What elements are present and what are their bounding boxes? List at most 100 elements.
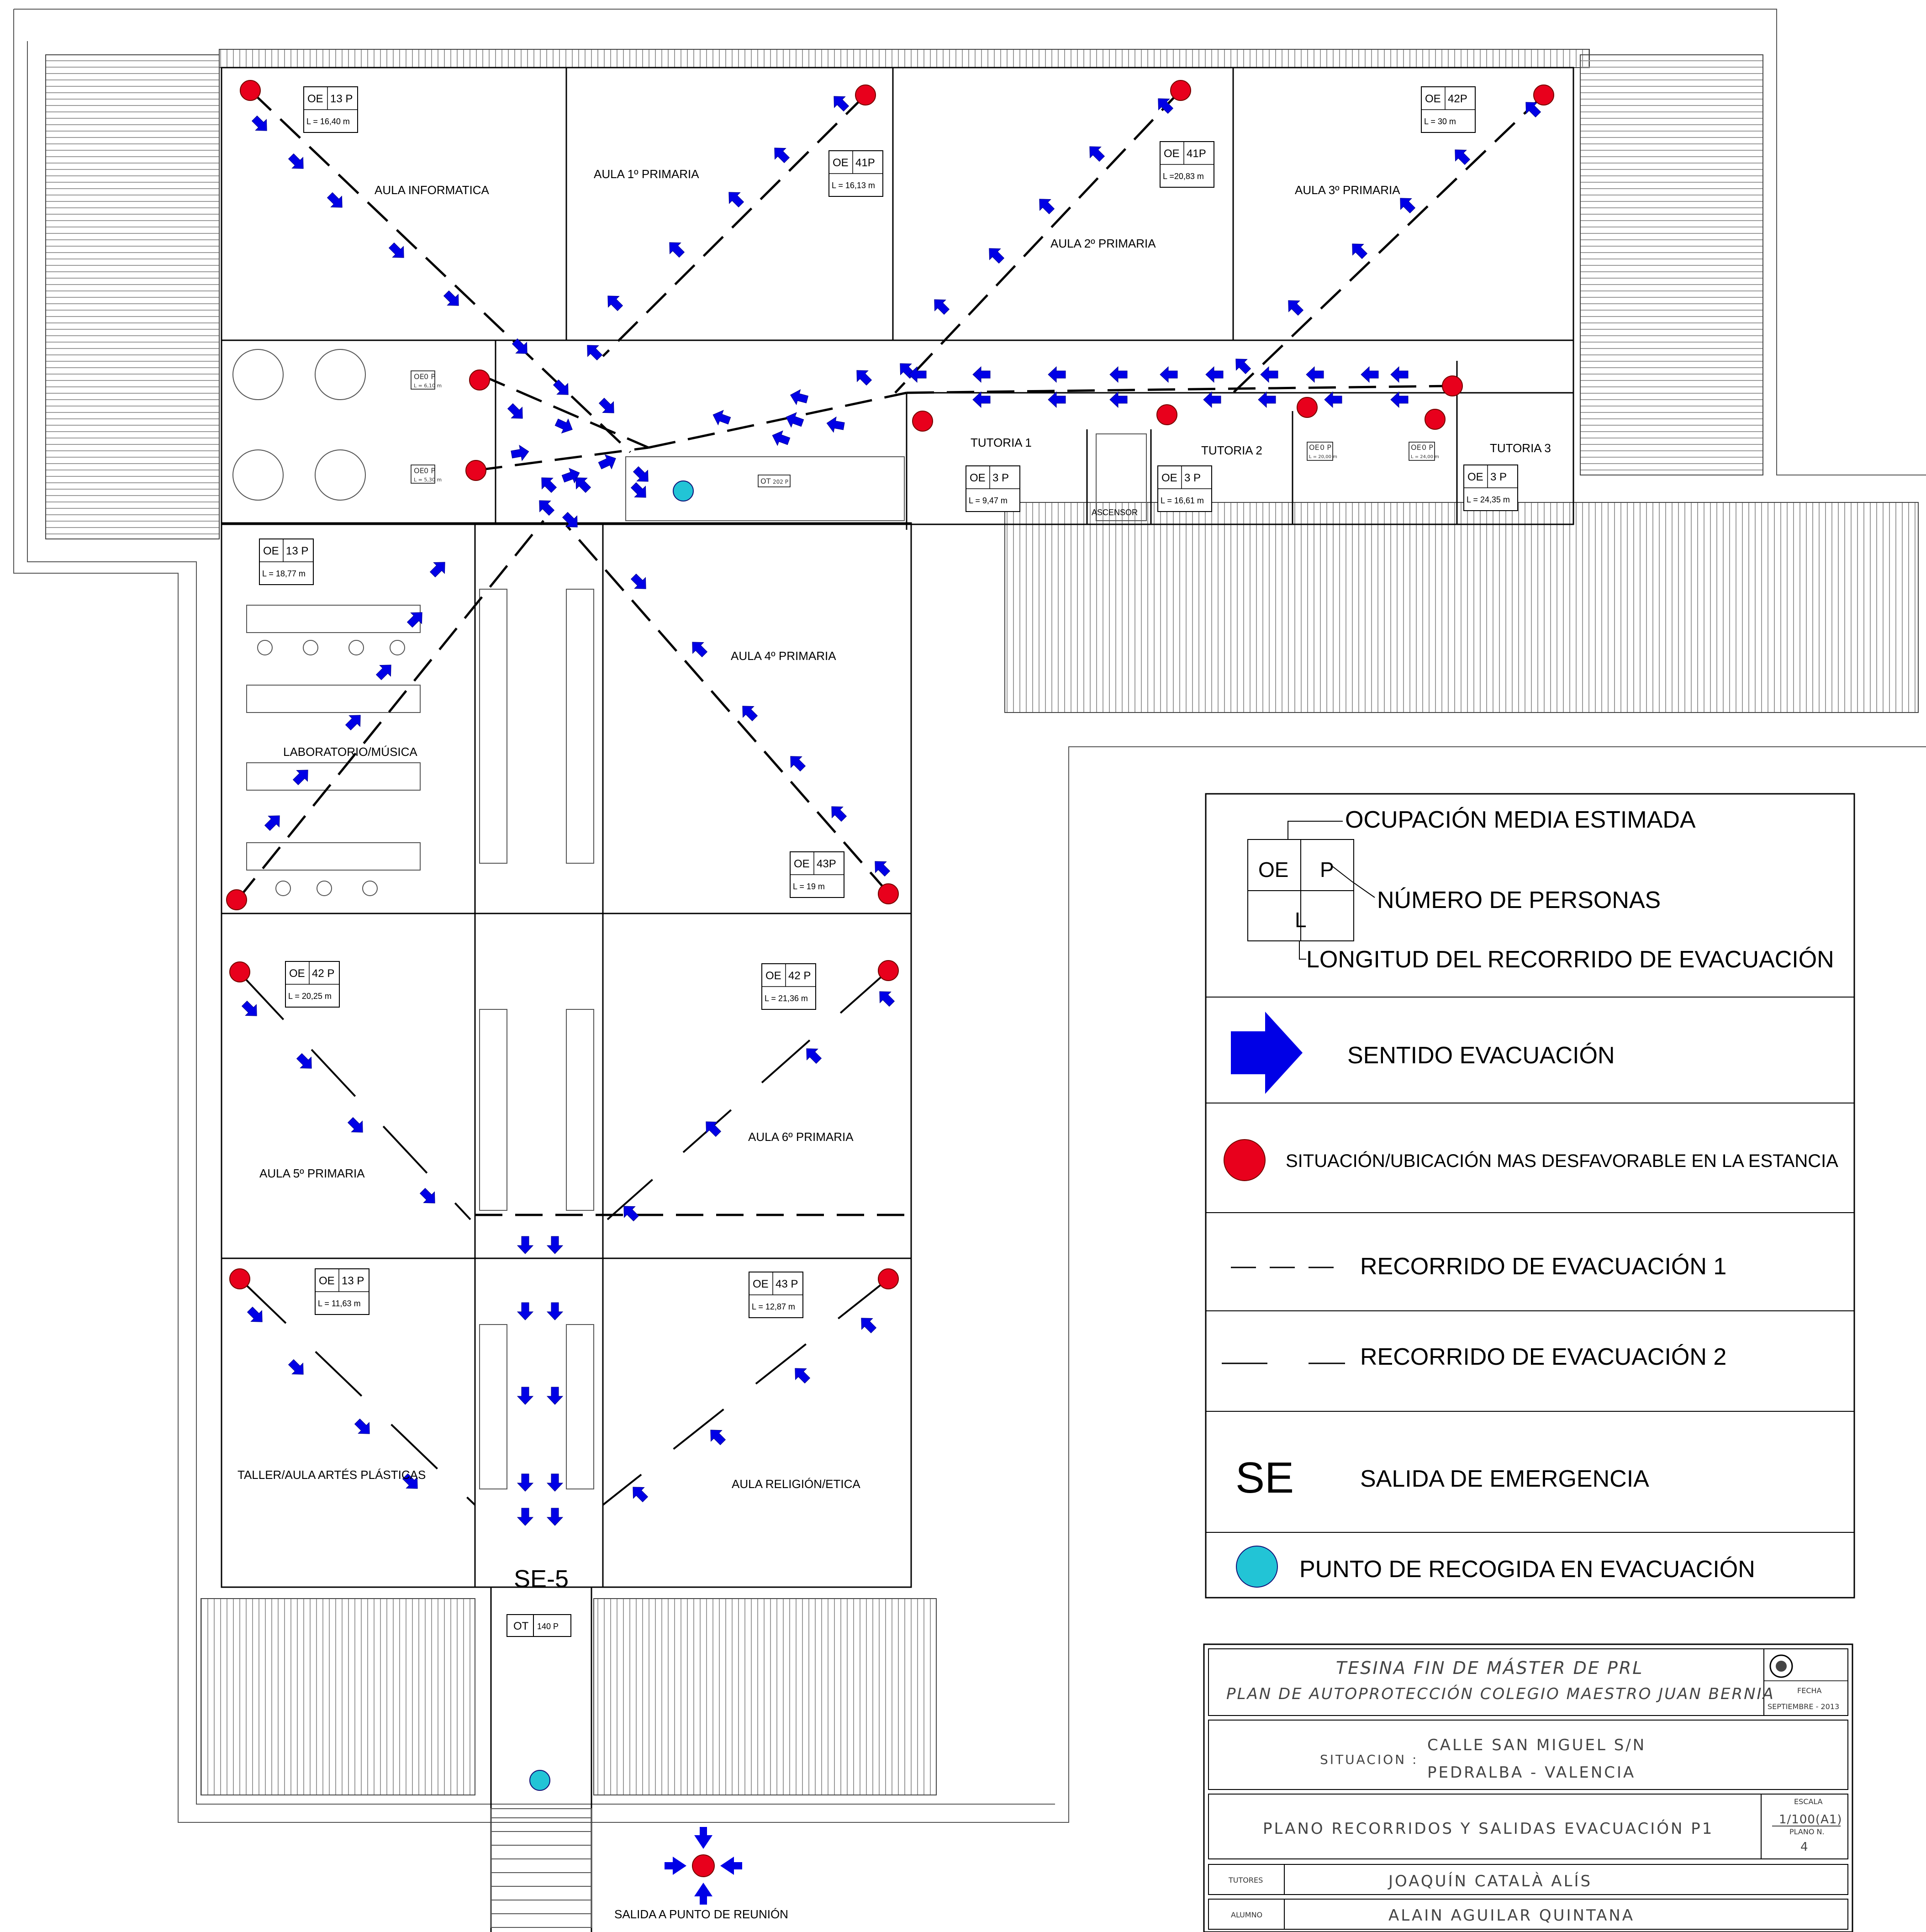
occupancy-length: L = 30 m: [1424, 117, 1456, 126]
worst-location-dot: [229, 961, 250, 982]
roof-right: [1580, 54, 1763, 475]
evacuation-direction-arrow: [875, 861, 891, 877]
occupancy-persons: 13 P: [330, 93, 353, 105]
evacuation-direction-arrow: [511, 444, 529, 461]
svg-text:RECORRIDO DE EVACUACIÓN 1: RECORRIDO DE EVACUACIÓN 1: [1360, 1253, 1726, 1280]
worst-location-dot: [855, 84, 876, 106]
room-religion: AULA RELIGIÓN/ETICA: [732, 1477, 860, 1491]
worst-location-dot: [1533, 84, 1554, 106]
evacuation-direction-arrow: [288, 1359, 304, 1375]
svg-text:JOAQUÍN CATALÀ ALÍS: JOAQUÍN CATALÀ ALÍS: [1388, 1872, 1592, 1890]
evacuation-direction-arrow: [553, 379, 569, 395]
svg-text:P: P: [1320, 858, 1334, 882]
evacuation-direction-arrow: [375, 665, 391, 681]
evacuation-direction-arrow: [1109, 366, 1128, 383]
evacuation-direction-arrow: [1235, 359, 1251, 375]
occupancy-persons: 42P: [1448, 93, 1467, 105]
evacuation-direction-arrow: [264, 815, 280, 831]
svg-text:PEDRALBA - VALENCIA: PEDRALBA - VALENCIA: [1427, 1763, 1636, 1782]
svg-text:PLANO RECORRIDOS Y SALIDAS EVA: PLANO RECORRIDOS Y SALIDAS EVACUACIÓN P1: [1263, 1819, 1714, 1838]
evacuation-route-1: [237, 90, 1545, 1216]
evacuation-direction-arrow: [790, 389, 809, 406]
evacuation-direction-arrow: [345, 715, 361, 731]
room-tutoria-1: TUTORIA 1: [971, 436, 1032, 449]
legend-arrow-row: SENTIDO EVACUACIÓN: [1231, 1012, 1615, 1094]
occupancy-length: L = 19 m: [793, 882, 825, 891]
evacuation-direction-arrow: [861, 1318, 877, 1334]
roof-east-wing: [1004, 502, 1919, 713]
room-aula-4: AULA 4º PRIMARIA: [731, 649, 836, 663]
legend-route1-row: RECORRIDO DE EVACUACIÓN 1: [1231, 1253, 1726, 1280]
svg-text:OE: OE: [414, 466, 424, 475]
occupancy-oe: OE: [765, 970, 781, 982]
occupancy-length: L = 18,77 m: [262, 569, 306, 578]
evacuation-direction-arrow: [1048, 366, 1066, 383]
occupancy-persons: 42 P: [788, 970, 811, 982]
occupancy-length: L = 12,87 m: [752, 1302, 795, 1311]
svg-text:OE: OE: [1258, 858, 1288, 882]
evacuation-direction-arrow: [633, 1487, 649, 1503]
occupancy-length: L = 16,13 m: [832, 181, 875, 190]
evacuation-direction-arrow: [539, 500, 555, 516]
legend-personas: NÚMERO DE PERSONAS: [1377, 887, 1661, 913]
evacuation-direction-arrow: [1361, 366, 1379, 383]
evacuation-direction-arrow: [288, 153, 304, 169]
svg-text:0 P: 0 P: [424, 372, 435, 381]
evacuation-direction-arrow: [517, 1236, 534, 1254]
worst-location-dot: [240, 80, 261, 101]
room-aula-informatica: AULA INFORMATICA: [375, 183, 490, 197]
occupancy-persons: 3 P: [1184, 472, 1201, 484]
room-aula-5: AULA 5º PRIMARIA: [259, 1167, 365, 1180]
evacuation-direction-arrow: [712, 410, 731, 426]
evacuation-direction-arrow: [1160, 366, 1178, 383]
occupancy-tag-aula6: OE 42 P L = 21,36 m: [761, 963, 816, 1010]
exit-to-meeting-point-label: SALIDA A PUNTO DE REUNIÓN: [614, 1907, 788, 1921]
evacuation-direction-arrow: [772, 430, 791, 446]
occupancy-oe: OE: [1425, 93, 1441, 105]
occupancy-length: L = 20,25 m: [288, 992, 332, 1001]
emergency-exit-se5: SE-5 OT 140 P: [507, 1565, 571, 1637]
occupancy-persons: 43 P: [776, 1278, 798, 1290]
worst-location-dot: [1297, 397, 1318, 418]
evacuation-direction-arrow: [1288, 300, 1304, 316]
legend-occupancy-cell: OE P L OCUPACIÓN MEDIA ESTIMADA NÚMERO D…: [1247, 807, 1834, 973]
occupancy-tags: OE 13 P L = 16,40 m OE 41P L = 16,13 m OE 41P L …: [259, 86, 1518, 1318]
svg-text:202 P: 202 P: [773, 479, 788, 485]
worst-location-dot: [1156, 404, 1177, 425]
svg-text:0 P: 0 P: [424, 466, 435, 475]
svg-text:FECHA: FECHA: [1797, 1686, 1822, 1695]
occupancy-length: L = 16,40 m: [306, 117, 350, 126]
evacuation-direction-arrow: [630, 573, 646, 589]
evacuation-direction-arrow: [1455, 149, 1471, 165]
occupancy-persons: 41P: [1187, 148, 1206, 160]
evacuation-direction-arrow: [795, 1368, 811, 1384]
evacuation-direction-arrow: [1324, 391, 1342, 408]
wc-tags: OE 0 P L = 6,10 m OE 0 P L = 5,30 m OT 2…: [411, 370, 1439, 487]
svg-text:TESINA FIN DE MÁSTER DE PRL: TESINA FIN DE MÁSTER DE PRL: [1336, 1658, 1643, 1678]
evacuation-arrows: [241, 96, 1541, 1526]
occupancy-length: L = 21,36 m: [765, 994, 808, 1003]
evacuation-direction-arrow: [908, 366, 927, 383]
evacuation-direction-arrow: [296, 1053, 312, 1069]
worst-location-dot: [465, 460, 486, 481]
evacuation-direction-arrow: [406, 612, 422, 628]
worst-location-dot: [912, 411, 933, 432]
evacuation-direction-arrow: [419, 1188, 435, 1204]
evacuation-direction-arrow: [517, 1473, 534, 1492]
svg-text:0 P: 0 P: [1422, 443, 1433, 452]
occupancy-persons: 41P: [855, 157, 875, 169]
roof-areas: [45, 49, 1919, 1795]
svg-text:0 P: 0 P: [1320, 443, 1331, 452]
evacuation-direction-arrow: [554, 418, 573, 434]
svg-text:SENTIDO EVACUACIÓN: SENTIDO EVACUACIÓN: [1347, 1042, 1615, 1069]
evacuation-direction-arrow: [546, 1302, 564, 1320]
evacuation-direction-arrow: [1352, 243, 1368, 259]
room-taller: TALLER/AULA ARTÉS PLÁSTICAS: [237, 1468, 426, 1482]
evacuation-direction-arrow: [327, 192, 343, 208]
evacuation-direction-arrow: [517, 1508, 534, 1526]
occupancy-oe: OE: [289, 967, 305, 980]
